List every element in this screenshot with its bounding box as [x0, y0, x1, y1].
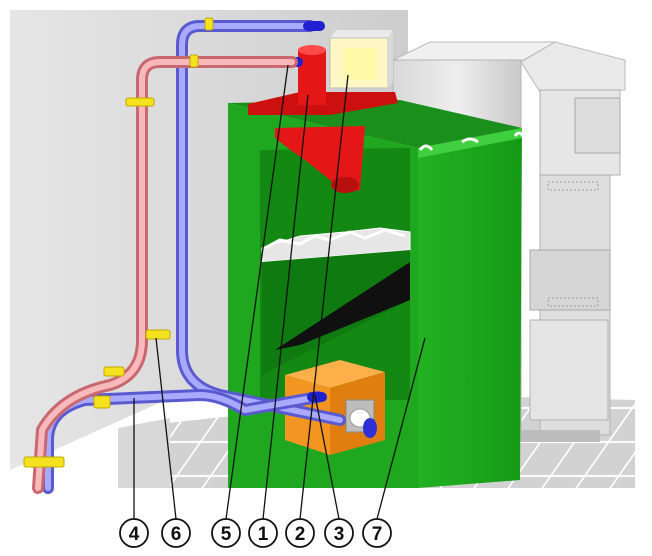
callout-label: 6	[171, 524, 182, 545]
callout-label: 2	[295, 524, 306, 545]
callout-label: 3	[334, 524, 345, 545]
red-suction-assembly	[248, 45, 398, 193]
pipe-clips	[23, 17, 214, 468]
callout-2: 2	[285, 518, 315, 548]
callout-6: 6	[161, 518, 191, 548]
motor-inlet-ring	[363, 418, 377, 438]
pellet-hopper	[228, 100, 525, 488]
floor-front-block	[118, 418, 170, 488]
callout-5: 5	[211, 518, 241, 548]
suction-unit-box	[329, 30, 393, 89]
pink-feed-pipe	[32, 56, 298, 494]
pellet-surface	[261, 227, 411, 263]
callout-7: 7	[362, 518, 392, 548]
callout-label: 5	[221, 524, 232, 545]
callout-label: 7	[372, 524, 383, 545]
callout-1: 1	[248, 518, 278, 548]
callout-label: 1	[258, 524, 269, 545]
leader-lines	[133, 64, 426, 520]
callout-3: 3	[324, 518, 354, 548]
callout-4: 4	[119, 518, 149, 548]
hopper-front-panel	[418, 128, 522, 488]
callout-label: 4	[129, 524, 140, 545]
